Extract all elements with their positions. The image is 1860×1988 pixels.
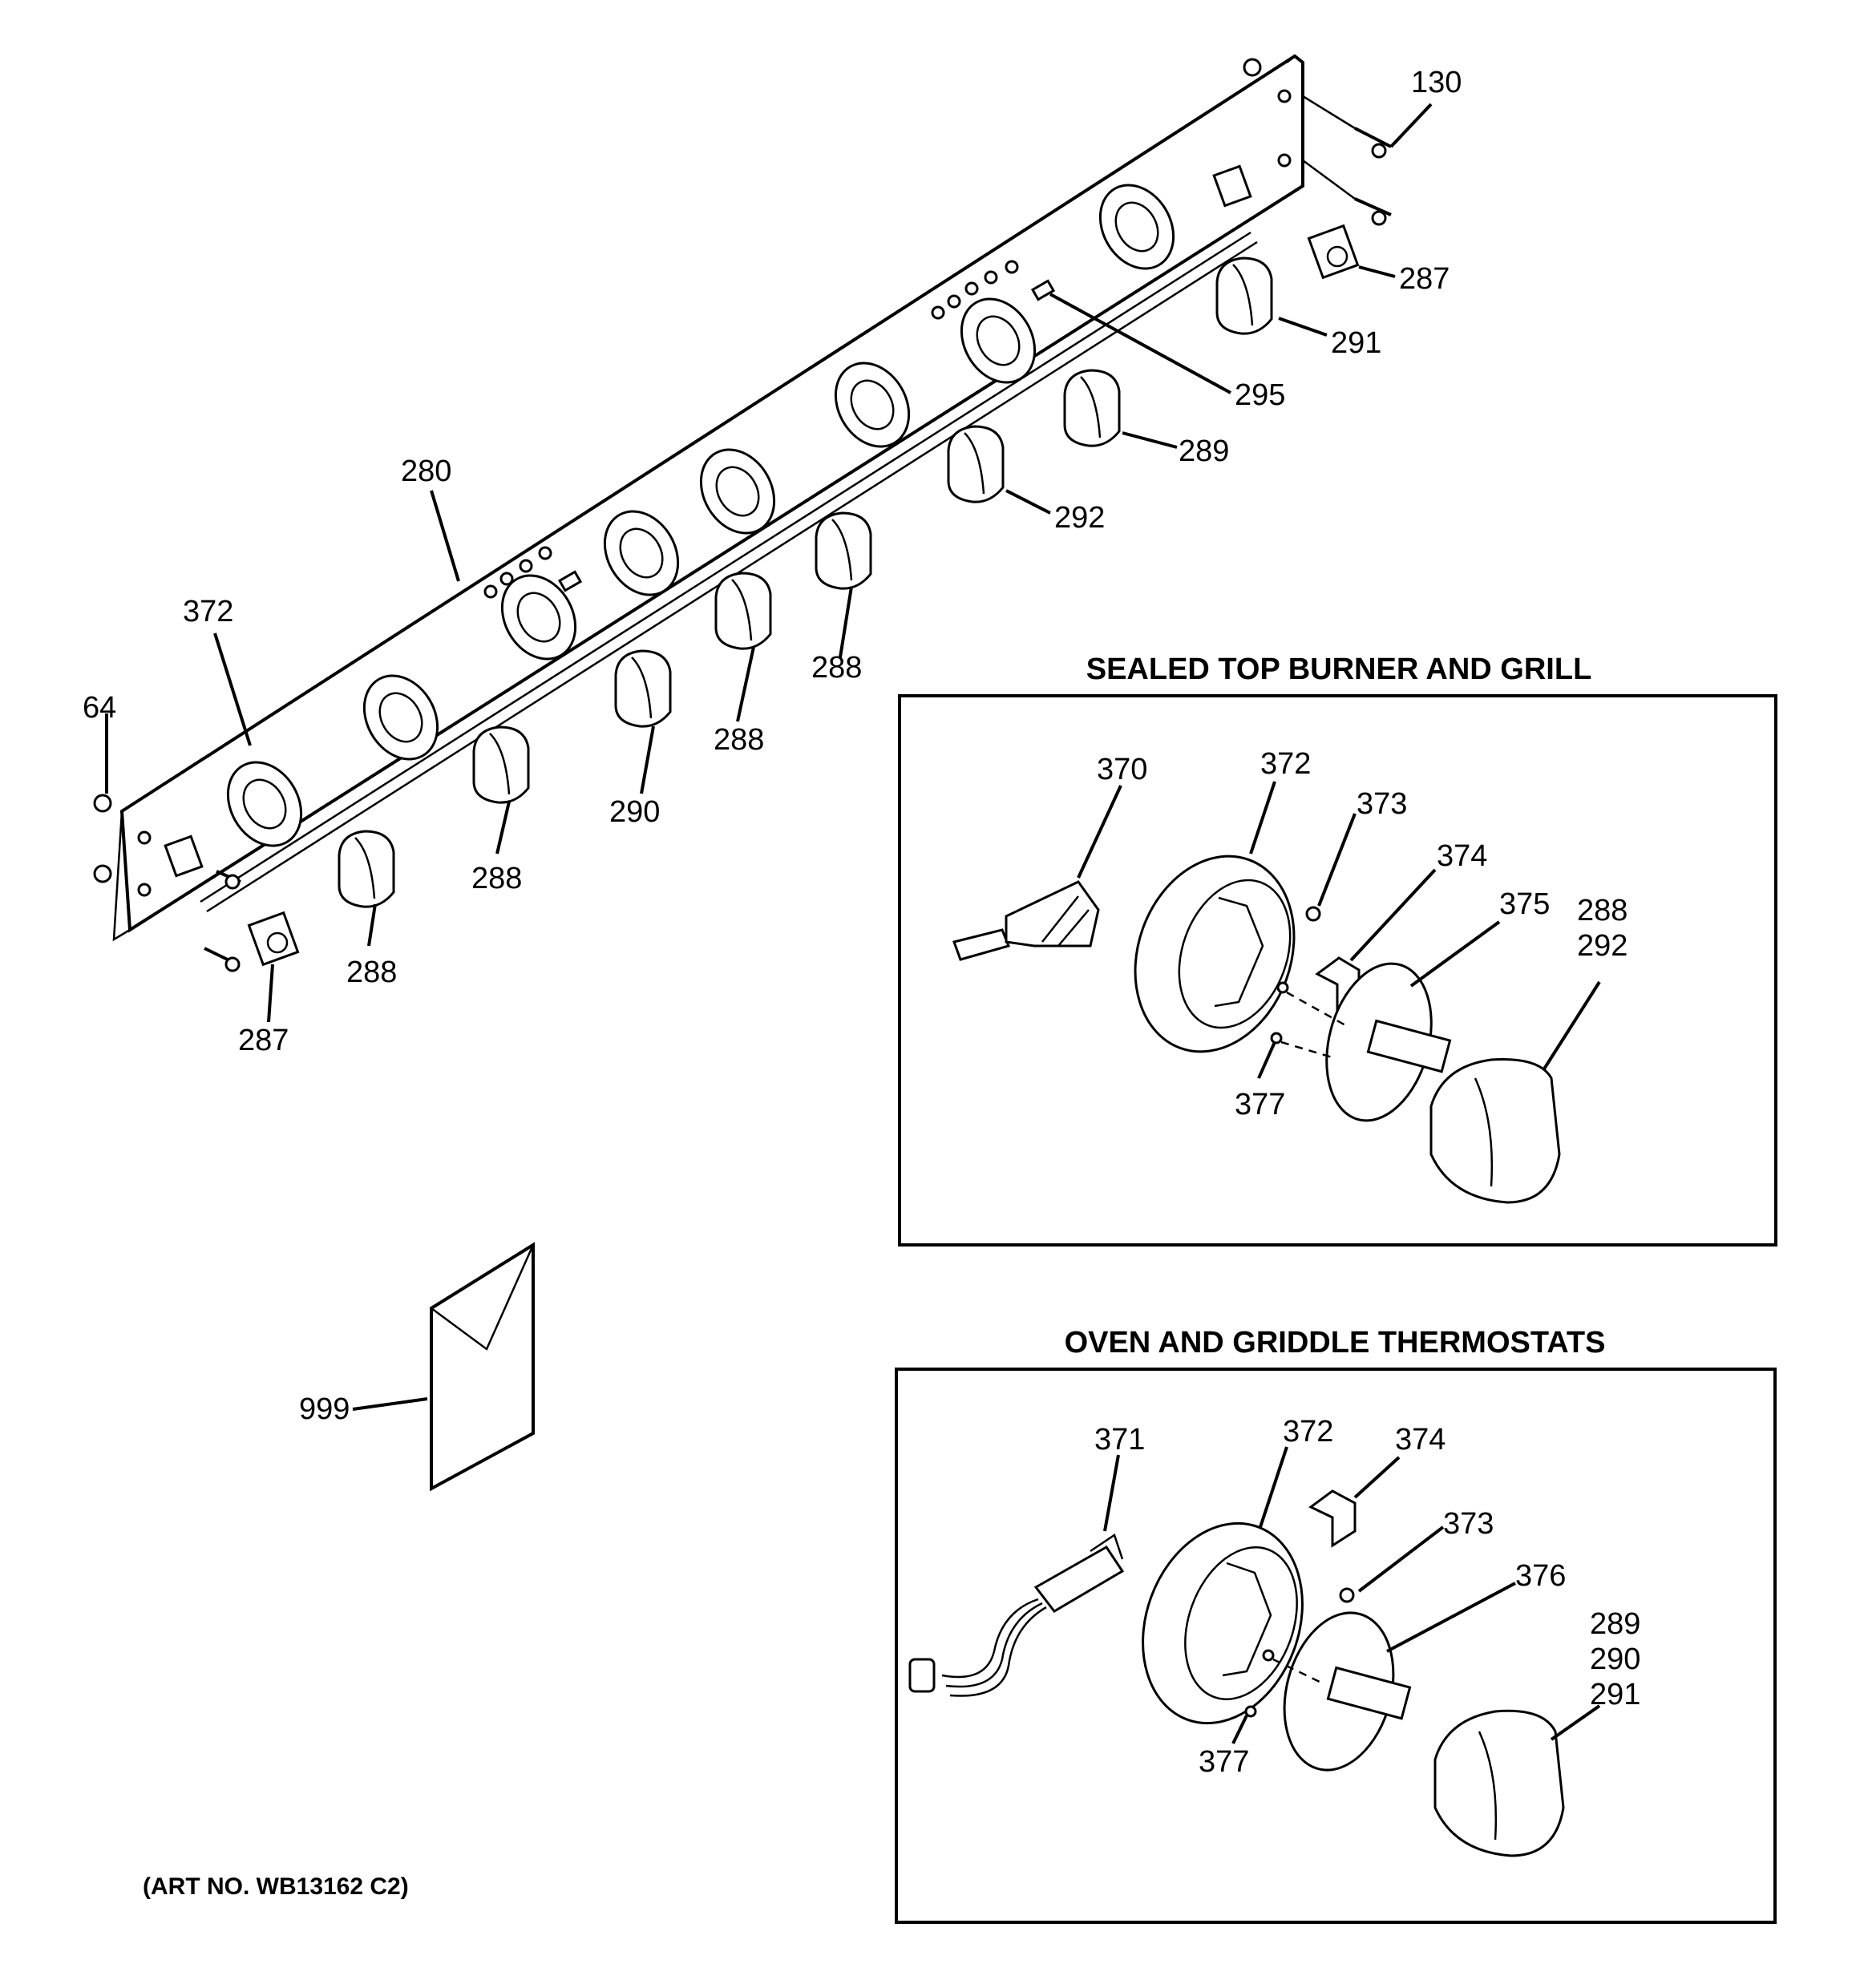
oven-griddle-box: [895, 1368, 1777, 1924]
callout-377-sealed: 377: [1235, 1088, 1285, 1121]
nut-64: [93, 58, 1262, 883]
callout-287-top: 287: [1399, 262, 1450, 296]
callout-288-d: 288: [346, 956, 397, 989]
bezel-372-oven: [1142, 1521, 1304, 1725]
callout-376: 376: [1515, 1559, 1566, 1593]
callout-375: 375: [1499, 887, 1550, 921]
knob-289-290-291-oven: [1433, 1709, 1565, 1857]
callout-289: 289: [1179, 434, 1229, 468]
callout-292-sealed: 292: [1577, 929, 1628, 963]
screws-373-377-sealed: [1270, 906, 1348, 1060]
section-title-oven-griddle: OVEN AND GRIDDLE THERMOSTATS: [1065, 1326, 1606, 1360]
valve-370: [952, 880, 1100, 961]
callout-371: 371: [1094, 1423, 1145, 1457]
leader-lines-sealed: [1077, 781, 1601, 1079]
thermostat-371: [908, 1533, 1125, 1697]
callout-291: 291: [1331, 326, 1381, 360]
art-number: (ART NO. WB13162 C2): [143, 1873, 409, 1900]
spring-374-oven: [1308, 1489, 1357, 1548]
callout-373-sealed: 373: [1357, 787, 1407, 821]
callout-372: 372: [183, 595, 233, 628]
indicator-lights-295: [483, 260, 1056, 599]
knobs: [338, 257, 1273, 908]
callout-291-oven: 291: [1590, 1678, 1640, 1711]
knob-288-292-sealed: [1429, 1058, 1561, 1204]
callout-377-oven: 377: [1199, 1745, 1249, 1779]
callout-288-c: 288: [471, 862, 522, 895]
bezel-372-sealed: [1134, 855, 1296, 1053]
callout-372-oven: 372: [1283, 1415, 1333, 1449]
leader-lines-oven: [1103, 1446, 1601, 1744]
callout-290: 290: [609, 795, 660, 829]
callout-289-oven: 289: [1590, 1607, 1640, 1641]
leader-lines-panel: [105, 103, 1433, 1023]
screws-130: [204, 95, 1392, 972]
callout-287-bottom: 287: [238, 1024, 289, 1057]
callout-373-oven: 373: [1443, 1507, 1494, 1541]
callout-130: 130: [1411, 66, 1462, 99]
callout-288-a: 288: [811, 651, 862, 685]
screws-373-377-oven: [1244, 1587, 1355, 1718]
gear-376: [1283, 1611, 1412, 1772]
callout-295: 295: [1235, 378, 1285, 412]
callout-999: 999: [299, 1392, 350, 1426]
callout-374-sealed: 374: [1437, 839, 1487, 873]
gear-375: [1325, 962, 1452, 1122]
switch-287-bottom: [164, 834, 300, 967]
callout-280: 280: [401, 455, 451, 488]
callout-288-b: 288: [714, 723, 764, 757]
callout-288-sealed: 288: [1577, 894, 1628, 927]
callout-372-sealed: 372: [1260, 747, 1311, 781]
sealed-top-box: [898, 694, 1777, 1247]
literature-999: [352, 1242, 535, 1492]
callout-290-oven: 290: [1590, 1643, 1640, 1676]
callout-292: 292: [1054, 501, 1105, 535]
callout-374-oven: 374: [1395, 1423, 1446, 1457]
callout-64: 64: [83, 691, 116, 725]
bezel-rings: [226, 184, 1175, 847]
section-title-sealed-top: SEALED TOP BURNER AND GRILL: [1086, 653, 1592, 686]
callout-370: 370: [1097, 753, 1147, 786]
switch-287-top: [1212, 164, 1360, 280]
panel-screw-holes: [137, 89, 1292, 897]
